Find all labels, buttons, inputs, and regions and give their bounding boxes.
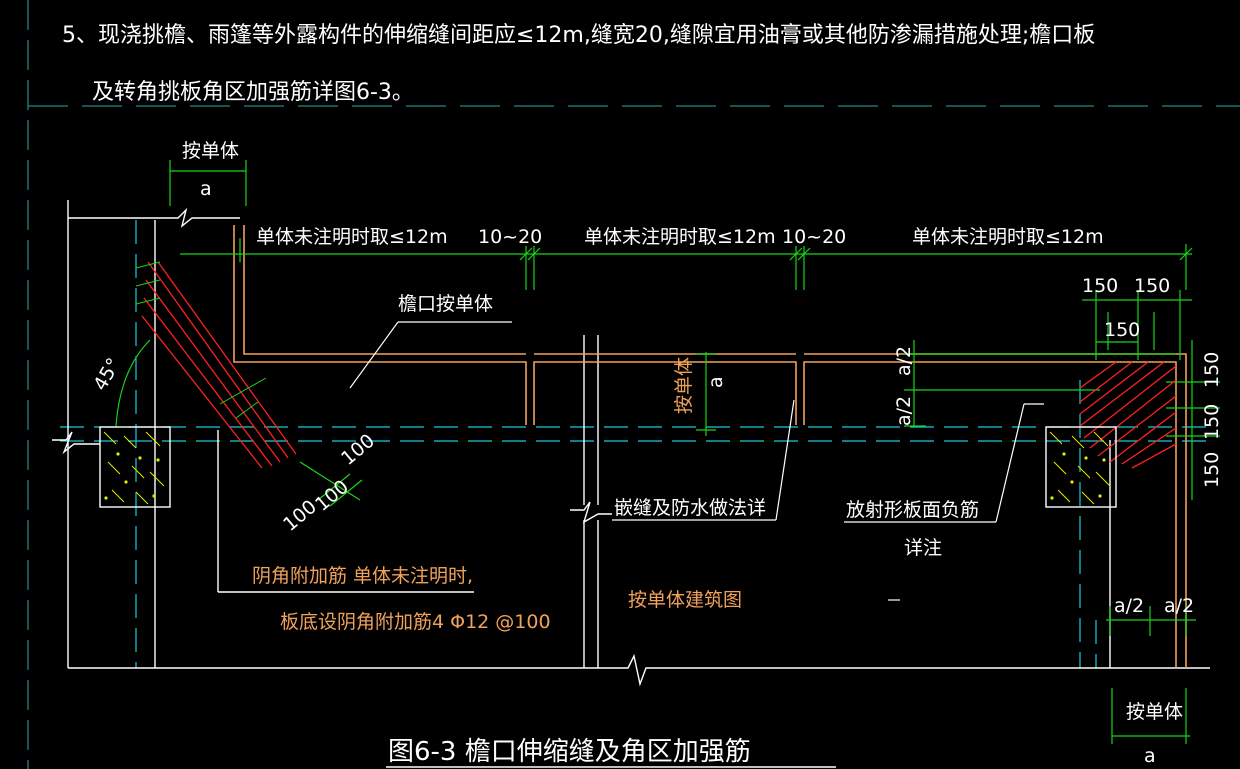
label-joint-note: 嵌缝及防水做法详 <box>614 497 766 519</box>
dim-seg-2: 单体未注明时取≤12m <box>584 226 776 248</box>
label-inner-corner-2: 板底设阴角附加筋4 Φ12 @100 <box>280 611 551 633</box>
dim-an-danti-bottom: 按单体 <box>1126 701 1183 723</box>
dim-half-a-bottom-1: a/2 <box>1114 595 1144 617</box>
structure-outline <box>52 200 1210 687</box>
note-line-1: 5、现浇挑檐、雨篷等外露构件的伸缩缝间距应≤12m,缝宽20,缝隙宜用油膏或其他… <box>62 23 1095 48</box>
dim-a-bottom: a <box>1144 745 1156 767</box>
dim-150-c: 150 <box>1104 319 1140 341</box>
radial-rebars <box>1079 361 1177 469</box>
label-building: 按单体建筑图 <box>628 589 742 611</box>
note-line-2: 及转角挑板角区加强筋详图6-3。 <box>92 80 414 105</box>
label-radial-2: 详注 <box>904 537 942 559</box>
dim-100-c: 100 <box>337 430 379 470</box>
dim-seg-3: 单体未注明时取≤12m <box>912 226 1104 248</box>
dim-150-v3: 150 <box>1201 452 1223 488</box>
dim-half-a-v2: a/2 <box>893 396 915 426</box>
dimension-lines <box>115 160 1220 744</box>
vertical-an-danti: 按单体 <box>673 357 695 414</box>
dim-150-a: 150 <box>1082 275 1118 297</box>
dim-a-vertical: a <box>705 376 727 388</box>
dim-a-top: a <box>200 178 212 200</box>
frame-lines <box>27 0 1240 769</box>
dim-gap-2: 10~20 <box>782 226 846 248</box>
inner-corner-ticks <box>135 261 267 419</box>
dim-150-b: 150 <box>1134 275 1170 297</box>
left-column <box>99 426 171 508</box>
label-radial-1: 放射形板面负筋 <box>846 499 979 521</box>
label-eave: 檐口按单体 <box>398 293 493 315</box>
label-inner-corner-1: 阴角附加筋 单体未注明时, <box>252 565 473 587</box>
dim-half-a-bottom-2: a/2 <box>1164 595 1194 617</box>
right-column <box>1045 426 1117 508</box>
dim-seg-1: 单体未注明时取≤12m <box>256 226 448 248</box>
dim-angle: 45° <box>89 354 125 394</box>
figure-caption: 图6-3 檐口伸缩缝及角区加强筋 <box>388 737 751 767</box>
dim-150-v2: 150 <box>1201 404 1223 440</box>
inner-corner-rebars <box>141 261 297 469</box>
dim-half-a-v1: a/2 <box>893 346 915 376</box>
dim-150-v1: 150 <box>1201 352 1223 388</box>
dim-gap-1: 10~20 <box>478 226 542 248</box>
leader-lines <box>349 321 1044 601</box>
dim-an-danti-top: 按单体 <box>182 140 239 162</box>
